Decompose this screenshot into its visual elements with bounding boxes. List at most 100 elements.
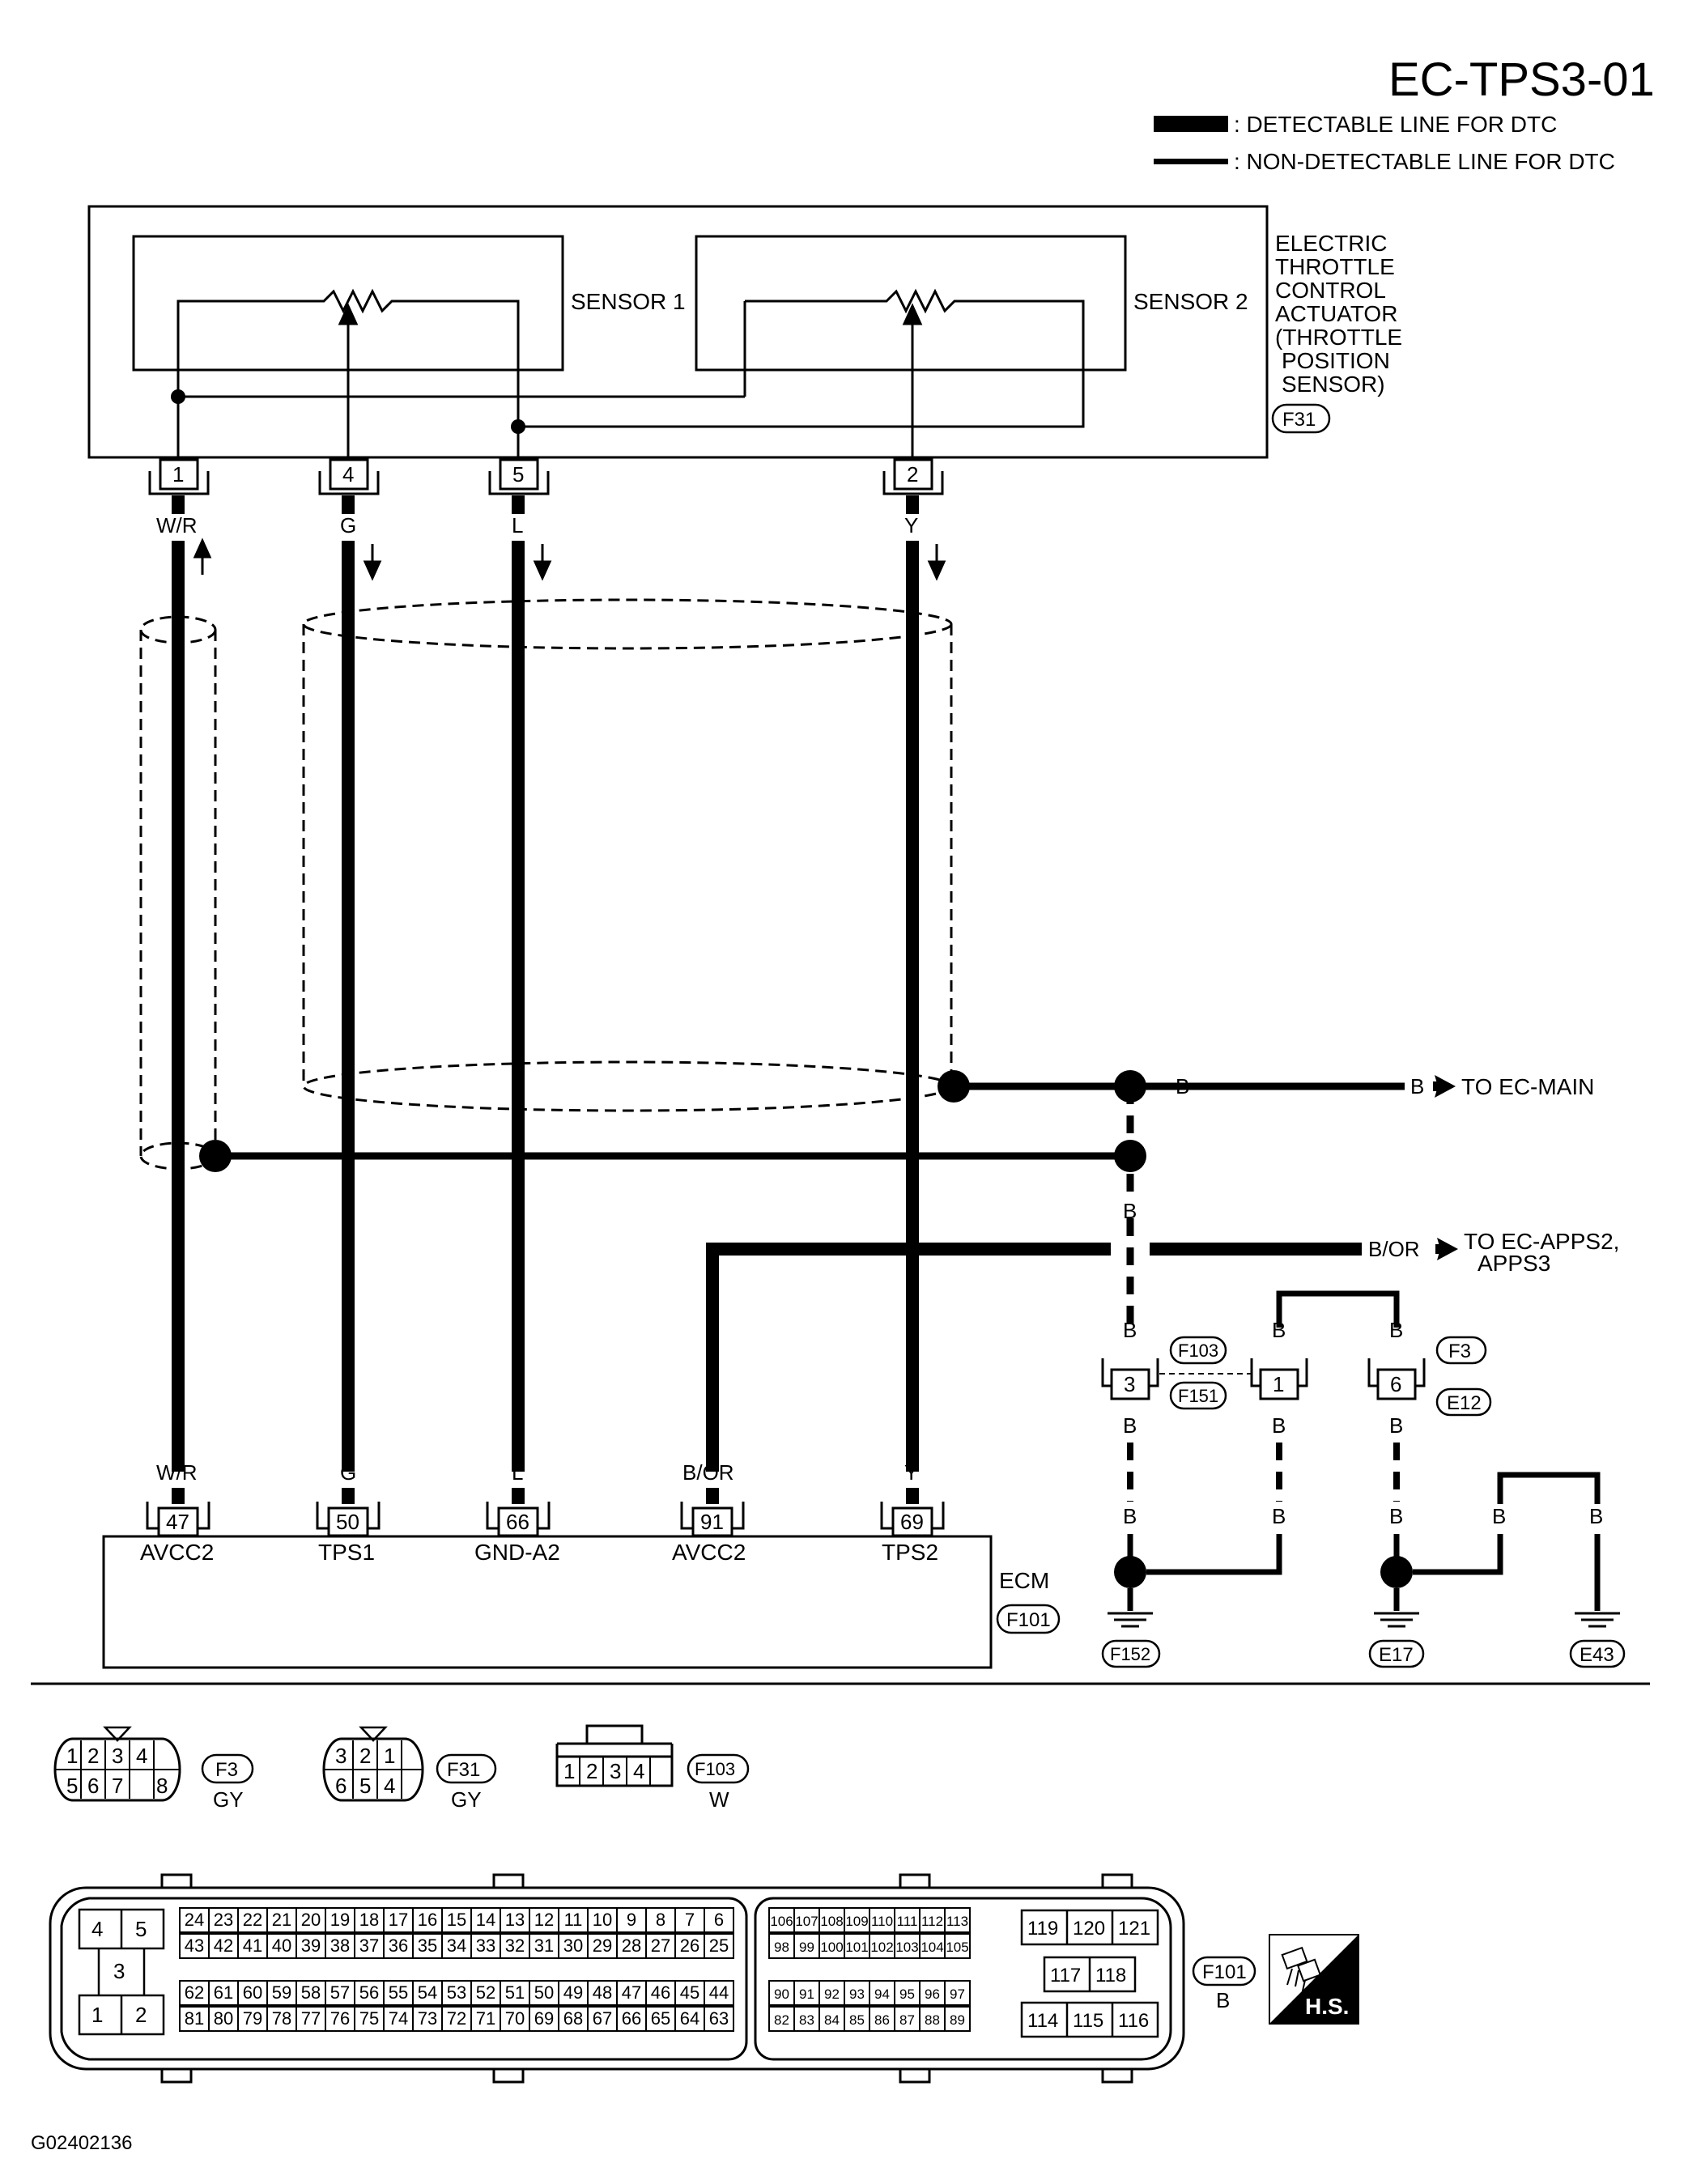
ecm-cv-pin: 117 bbox=[1050, 1965, 1081, 1986]
ecm-cv-pin: 107 bbox=[795, 1914, 818, 1929]
ecm-cv-pin: 68 bbox=[563, 2008, 583, 2029]
ecm-cv-pin: 34 bbox=[447, 1935, 466, 1956]
wire-color-label: G bbox=[340, 513, 356, 538]
ground-e43: E43 bbox=[1569, 1612, 1626, 1668]
ecm-signal-label: TPS1 bbox=[318, 1540, 375, 1565]
cv-pin: 2 bbox=[359, 1744, 371, 1768]
ground-icon bbox=[1108, 1612, 1153, 1628]
ecm-cv-pin: 102 bbox=[870, 1940, 893, 1955]
wire-color-label: W/R bbox=[156, 513, 198, 538]
ecm-pin-66: 66 bbox=[486, 1502, 551, 1537]
page-title: EC-TPS3-01 bbox=[1388, 53, 1655, 106]
cv-color: W bbox=[709, 1787, 729, 1812]
ecm-cv-pin: 14 bbox=[476, 1910, 495, 1930]
joint-pin-6: 6 bbox=[1367, 1358, 1426, 1400]
splice-dot bbox=[938, 1070, 970, 1103]
ecm-pin-number: 91 bbox=[700, 1510, 724, 1534]
ecm-cv-pin: 98 bbox=[774, 1940, 789, 1955]
ecm-cv-pin: 64 bbox=[680, 2008, 699, 2029]
ecm-cv-pin: 110 bbox=[871, 1914, 893, 1929]
ecm-cv-pin: 62 bbox=[185, 1982, 204, 2003]
ecm-cv-cell bbox=[944, 2006, 971, 2032]
joint-pin-number: 3 bbox=[1124, 1372, 1135, 1396]
legend-detectable-swatch bbox=[1154, 116, 1228, 132]
ecm-wire-color: W/R bbox=[156, 1460, 198, 1485]
joint-pin-number: 1 bbox=[1273, 1372, 1284, 1396]
ecm-cv-pin: 10 bbox=[593, 1910, 612, 1930]
ecm-cv-pin: 40 bbox=[272, 1935, 291, 1956]
connector-tag-f3: F3 bbox=[1435, 1336, 1487, 1365]
ecm-cv-pin: 1 bbox=[91, 2003, 103, 2027]
ecm-cv-pin: 95 bbox=[899, 1986, 915, 2002]
ecm-cv-pin: 29 bbox=[593, 1935, 612, 1956]
connector-tag-label: F151 bbox=[1178, 1386, 1218, 1406]
ecm-cv-cell bbox=[944, 1980, 971, 2006]
ecm-cv-pin: 57 bbox=[330, 1982, 350, 2003]
ecm-cv-pin: 59 bbox=[272, 1982, 291, 2003]
ecm-cv-pin: 80 bbox=[214, 2008, 233, 2029]
cv-pin: 4 bbox=[384, 1774, 395, 1798]
ecm-cv-pin: 48 bbox=[593, 1982, 612, 2003]
ecm-cv-pin: 13 bbox=[505, 1910, 525, 1930]
actuator-name-line: POSITION bbox=[1282, 348, 1390, 373]
sensor2-box bbox=[695, 235, 1127, 372]
ecm-pin-number: 47 bbox=[166, 1510, 189, 1534]
ecm-cv-pin: 20 bbox=[301, 1910, 321, 1930]
actuator-pin-number: 1 bbox=[172, 462, 184, 487]
arrow-right-icon bbox=[1437, 1238, 1458, 1260]
ecm-cv-pin: 22 bbox=[243, 1910, 262, 1930]
ecm-cv-pin: 4 bbox=[91, 1917, 103, 1941]
trunk-wire-color: B bbox=[1123, 1199, 1137, 1223]
cv-pin: 4 bbox=[633, 1759, 644, 1783]
cv-pin: 3 bbox=[610, 1759, 621, 1783]
ecm-cv-pin: 84 bbox=[824, 2012, 840, 2028]
ecm-pin-number: 69 bbox=[900, 1510, 924, 1534]
ecm-cv-pin: 104 bbox=[921, 1940, 943, 1955]
connector-tag-f151: F151 bbox=[1169, 1381, 1227, 1410]
ecm-cv-pin: 86 bbox=[874, 2012, 890, 2028]
ecm-cv-pin: 93 bbox=[849, 1986, 865, 2002]
ecm-cv-cell bbox=[704, 1907, 734, 1933]
ecm-pin-number: 50 bbox=[336, 1510, 359, 1534]
legend-detectable-label: : DETECTABLE LINE FOR DTC bbox=[1234, 112, 1557, 137]
arrow-right-icon bbox=[1435, 1075, 1456, 1098]
joint-wire-color: B bbox=[1389, 1413, 1403, 1438]
ecm-cv-pin: 113 bbox=[946, 1914, 968, 1929]
ecm-cv-pin: 79 bbox=[243, 2008, 262, 2029]
ecm-cv-pin: 72 bbox=[447, 2008, 466, 2029]
ecm-cv-pin: 28 bbox=[622, 1935, 641, 1956]
arrow-down-icon bbox=[533, 560, 552, 581]
ecm-cv-pin: 58 bbox=[301, 1982, 321, 2003]
ecm-cv-cell bbox=[704, 1933, 734, 1959]
cv-pin: 5 bbox=[359, 1774, 371, 1798]
ecm-cv-pin: 25 bbox=[709, 1935, 729, 1956]
joint-wire-color: B bbox=[1589, 1504, 1603, 1528]
connector-tag-f103: F103 bbox=[1169, 1336, 1227, 1365]
ecm-cv-pin: 50 bbox=[534, 1982, 554, 2003]
actuator-pin-number: 4 bbox=[342, 462, 354, 487]
ecm-cv-pin: 65 bbox=[651, 2008, 670, 2029]
splice-dot bbox=[199, 1140, 232, 1172]
ecm-cv-pin: 2 bbox=[135, 2003, 147, 2027]
ground-joint-wires bbox=[1276, 1290, 1400, 1328]
ecm-cv-pin: 11 bbox=[564, 1910, 583, 1930]
ecm-cv-pin: 106 bbox=[770, 1914, 793, 1929]
actuator-box bbox=[87, 205, 1269, 459]
joint-wire-color: B bbox=[1123, 1318, 1137, 1342]
cv-name: F31 bbox=[447, 1759, 480, 1781]
ground-label: E43 bbox=[1580, 1644, 1614, 1666]
ecm-cv-pin: 21 bbox=[272, 1910, 291, 1930]
arrow-right-icon bbox=[1435, 1244, 1445, 1254]
connector-tag-label: F103 bbox=[1178, 1341, 1218, 1361]
signal-wires bbox=[172, 495, 919, 1472]
ecm-cv-pin: 81 bbox=[185, 2008, 204, 2029]
ecm-cv-pin: 45 bbox=[680, 1982, 699, 2003]
ground-lower-wires bbox=[1127, 1443, 1400, 1502]
ecm-box bbox=[102, 1535, 993, 1669]
ground-e17: E17 bbox=[1368, 1612, 1425, 1668]
ecm-cv-pin: 35 bbox=[418, 1935, 437, 1956]
ecm-cv-pin: 46 bbox=[651, 1982, 670, 2003]
joint-wire-color: B bbox=[1123, 1504, 1137, 1528]
